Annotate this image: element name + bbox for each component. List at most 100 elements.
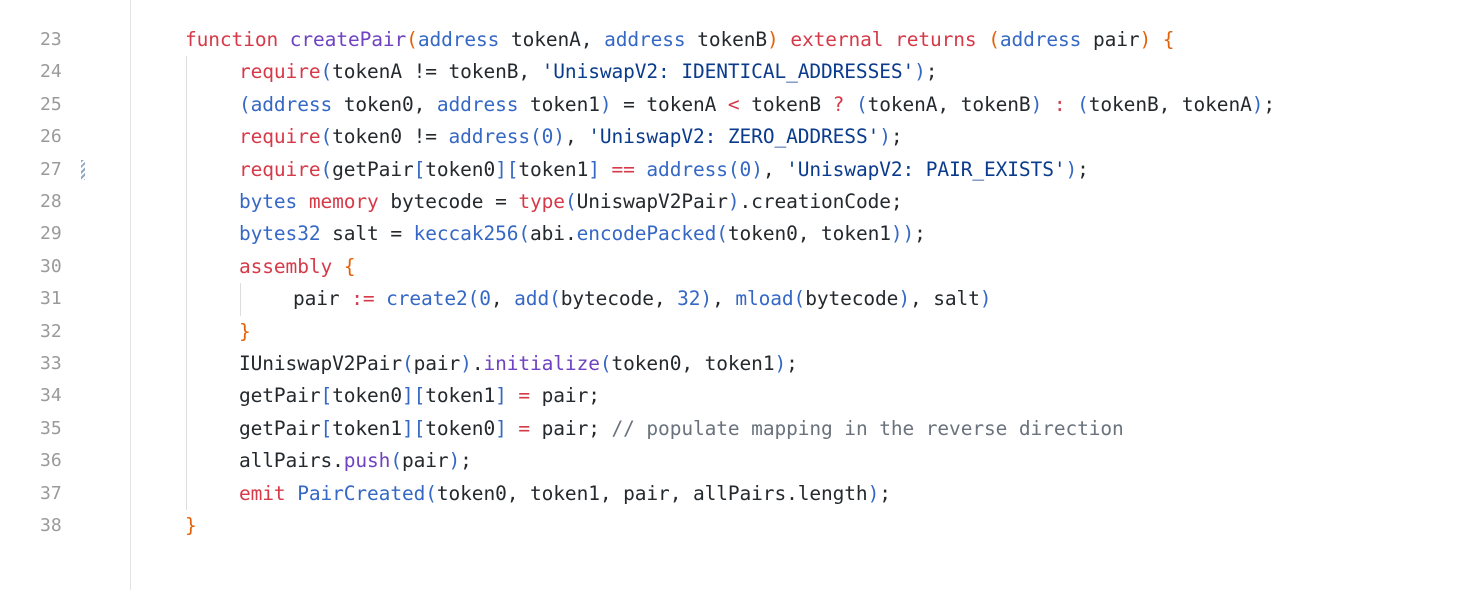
code-token: token1: [530, 92, 600, 116]
code-token: (: [239, 92, 251, 116]
code-token: // populate mapping in the reverse direc…: [611, 416, 1124, 440]
code-text: allPairs.push(pair);: [239, 445, 472, 477]
code-token: (: [564, 190, 577, 213]
code-token: tokenA, tokenB: [867, 92, 1031, 116]
line-number: 38: [40, 515, 62, 536]
line-number: 30: [40, 255, 62, 277]
code-token: push: [343, 449, 391, 473]
code-token: getPair: [332, 157, 414, 181]
code-token: ?: [832, 92, 856, 116]
code-token: ][: [401, 416, 426, 440]
code-token: ): [879, 125, 891, 149]
code-token: =: [518, 416, 542, 440]
line-number: 37: [40, 482, 62, 504]
code-token: (: [320, 125, 333, 149]
line-number: 32: [40, 320, 62, 342]
code-text: }: [239, 316, 251, 348]
code-token: .: [471, 352, 484, 375]
code-token: tokenA: [646, 92, 728, 116]
code-token: tokenB: [697, 28, 768, 51]
code-token: ): [914, 60, 926, 84]
code-token: ): [774, 352, 787, 375]
code-token: require: [239, 125, 321, 149]
code-token: ,: [564, 125, 589, 149]
code-token: =: [518, 384, 542, 408]
code-token: ): [599, 92, 624, 116]
code-token: abi: [530, 222, 565, 246]
code-line[interactable]: 25(address token0, address token1) = tok…: [0, 89, 1464, 121]
code-text: (address token0, address token1) = token…: [239, 89, 1275, 121]
code-token: address: [999, 28, 1093, 51]
line-number: 26: [40, 126, 62, 148]
code-token: address: [448, 125, 531, 149]
code-token: !=: [413, 60, 449, 84]
indent-guide-assembly: [240, 283, 241, 316]
code-token: allPairs.: [239, 449, 344, 473]
code-token: create2: [386, 287, 468, 311]
line-number: 27: [40, 158, 62, 180]
code-token: <: [727, 92, 752, 116]
code-token: ;: [1263, 92, 1276, 116]
code-token: ;: [786, 352, 798, 375]
code-token: createPair: [289, 28, 407, 51]
code-token: ;: [925, 60, 938, 84]
code-token: tokenB,: [448, 60, 542, 84]
code-text: }: [185, 510, 197, 542]
code-token: (: [727, 157, 740, 181]
code-token: token0: [425, 416, 496, 440]
code-token: address: [436, 92, 531, 116]
code-token: ): [460, 352, 472, 375]
code-token: mload: [735, 287, 794, 311]
code-token: .: [564, 222, 577, 246]
modified-line-marker: [81, 159, 85, 180]
code-token: ,: [490, 287, 515, 311]
code-token: ): [553, 125, 565, 149]
code-token: =: [623, 92, 647, 116]
gutter-divider: [130, 0, 131, 590]
code-token: ): [898, 287, 910, 311]
code-token: :: [1053, 92, 1078, 116]
code-token: ): [979, 287, 992, 311]
code-token: token1: [425, 384, 496, 408]
code-token: :=: [351, 287, 387, 311]
code-token: getPair: [239, 384, 321, 408]
code-text: getPair[token1][token0] = pair; // popul…: [239, 413, 1124, 445]
code-token: (: [599, 352, 612, 375]
code-token: tokenB: [751, 92, 833, 116]
code-token: token1: [518, 157, 589, 181]
code-token: [: [413, 157, 426, 181]
code-line[interactable]: 32}: [0, 316, 1464, 348]
code-token: encodePacked: [576, 222, 717, 246]
code-token: (: [988, 28, 1000, 51]
code-token: token0, token1, pair, allPairs.length: [436, 481, 868, 505]
code-token: ,: [762, 157, 787, 181]
code-token: ): [727, 190, 740, 213]
code-token: (: [401, 352, 414, 375]
code-token: ;: [879, 481, 891, 505]
code-token: ): [448, 449, 461, 473]
code-token: 0: [479, 287, 491, 311]
code-token: initialize: [483, 352, 600, 375]
code-text: bytes memory bytecode = type(UniswapV2Pa…: [239, 186, 903, 218]
code-token: emit: [239, 481, 298, 505]
code-token: (: [855, 92, 868, 116]
code-token: .creationCode;: [739, 190, 903, 213]
code-text: IUniswapV2Pair(pair).initialize(token0, …: [239, 348, 798, 380]
code-token: (: [390, 449, 402, 473]
code-token: ): [867, 481, 880, 505]
code-line[interactable]: 38}: [0, 510, 1464, 542]
